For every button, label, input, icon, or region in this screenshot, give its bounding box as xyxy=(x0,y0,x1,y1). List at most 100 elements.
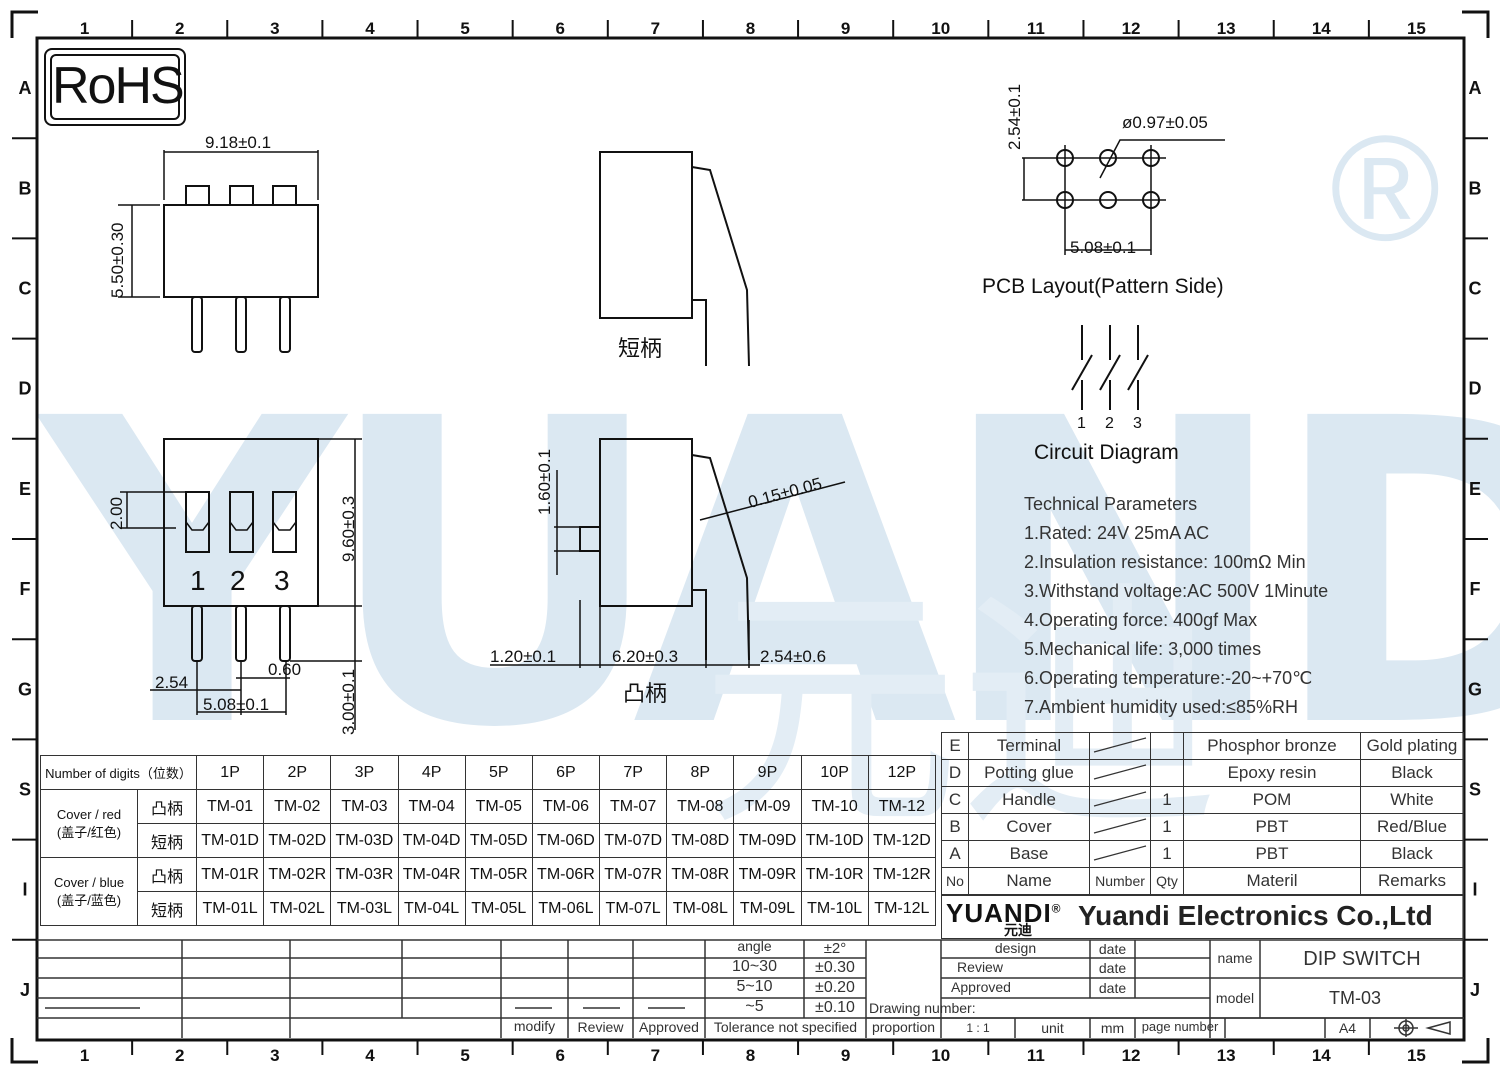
tech-item: 7.Ambient humidity used:≤85%RH xyxy=(1024,697,1299,717)
bom-header-number: Number xyxy=(1089,867,1151,895)
bom-remarks: Red/Blue xyxy=(1360,813,1464,841)
circuit-number-3: 3 xyxy=(1133,415,1142,432)
model-cell: TM-01L xyxy=(195,891,265,926)
bom-remarks: White xyxy=(1360,786,1464,814)
grid-column-label: 12 xyxy=(1122,1046,1141,1065)
tb-name-value: DIP SWITCH xyxy=(1303,948,1421,970)
bom-qty: 1 xyxy=(1150,840,1184,868)
grid-column-label: 4 xyxy=(365,19,375,38)
technical-parameters: Technical Parameters 1.Rated: 24V 25mA A… xyxy=(1024,494,1444,726)
grid-row-label: F xyxy=(20,579,31,599)
grid-row-label: A xyxy=(1469,78,1482,98)
digits-header: 8P xyxy=(666,755,735,790)
group-label-en: Cover / blue xyxy=(53,874,125,890)
slash-mark xyxy=(1093,736,1147,753)
tol-value: ±2° xyxy=(823,940,847,957)
model-cell: TM-05 xyxy=(464,789,533,824)
grid-column-label: 9 xyxy=(841,1046,850,1065)
slash-mark xyxy=(1093,817,1147,834)
grid-row-label: I xyxy=(1472,880,1477,900)
model-cell: TM-08D xyxy=(666,823,735,858)
grid-row-label: I xyxy=(22,880,27,900)
bom-name: Terminal xyxy=(968,732,1090,760)
grid-column-label: 6 xyxy=(555,19,564,38)
tb-model-label: model xyxy=(1215,990,1255,1006)
grid-column-label: 11 xyxy=(1027,1046,1045,1065)
rohs-logo: RoHS xyxy=(44,48,186,126)
model-cell: TM-03R xyxy=(330,857,399,892)
grid-column-label: 10 xyxy=(931,1046,950,1065)
model-cell: TM-01R xyxy=(195,857,265,892)
projection-symbol-icon xyxy=(1394,1019,1451,1037)
tol-range: angle xyxy=(737,938,772,954)
grid-column-label: 11 xyxy=(1027,19,1045,38)
tb-page-number: page number xyxy=(1141,1019,1219,1034)
grid-column-label: 5 xyxy=(460,1046,469,1065)
grid-column-label: 7 xyxy=(651,1046,660,1065)
bom-name: Handle xyxy=(968,786,1090,814)
grid-column-label: 12 xyxy=(1122,19,1141,38)
grid-row-label: E xyxy=(19,479,31,499)
model-cell: TM-12R xyxy=(867,857,937,892)
grid-column-label: 13 xyxy=(1217,19,1236,38)
dim-front-height: 9.60±0.3 xyxy=(339,496,358,562)
grid-row-label: A xyxy=(19,78,32,98)
grid-column-label: 14 xyxy=(1312,1046,1331,1065)
grid-column-label: 8 xyxy=(746,1046,755,1065)
model-cell: TM-06D xyxy=(531,823,601,858)
model-cell: TM-06L xyxy=(531,891,601,926)
group-label-red: Cover / red(盖子/红色) xyxy=(40,789,138,858)
grid-column-label: 6 xyxy=(555,1046,564,1065)
rohs-text: RoHS xyxy=(50,54,185,120)
dim-side-right: 2.54±0.6 xyxy=(760,647,826,666)
grid-row-label: B xyxy=(1469,178,1482,198)
grid-column-label: 13 xyxy=(1217,1046,1236,1065)
grid-column-label: 2 xyxy=(175,1046,184,1065)
model-cell: TM-04 xyxy=(397,789,466,824)
tb-mm: mm xyxy=(1100,1020,1125,1036)
tech-item: 2.Insulation resistance: 100mΩ Min xyxy=(1024,552,1306,572)
rev-approved: Approved xyxy=(639,1019,699,1035)
slash-mark xyxy=(1093,763,1147,780)
grid-column-label: 4 xyxy=(365,1046,375,1065)
label-pcb-layout: PCB Layout(Pattern Side) xyxy=(982,275,1224,298)
digits-header: 7P xyxy=(599,755,668,790)
model-cell: TM-02 xyxy=(263,789,332,824)
dim-pitch: 2.54 xyxy=(155,673,188,692)
tech-item: 3.Withstand voltage:AC 500V 1Minute xyxy=(1024,581,1329,601)
grid-column-label: 15 xyxy=(1407,19,1426,38)
row-type: 凸柄 xyxy=(137,857,197,892)
grid-row-label: J xyxy=(1470,980,1480,1000)
model-cell: TM-07L xyxy=(599,891,668,926)
tb-unit: unit xyxy=(1041,1020,1064,1036)
grid-row-label: D xyxy=(1469,379,1482,399)
tech-item: 1.Rated: 24V 25mA AC xyxy=(1024,523,1210,543)
front-number-3: 3 xyxy=(274,565,290,596)
group-label-en: Cover / red xyxy=(56,806,122,822)
bom-no: A xyxy=(941,840,969,868)
grid-row-label: C xyxy=(1469,279,1482,299)
tol-range: ~5 xyxy=(745,998,764,1015)
digits-header: 4P xyxy=(397,755,466,790)
tb-name-label: name xyxy=(1217,950,1253,966)
dim-span: 5.08±0.1 xyxy=(203,695,269,714)
tol-footer: Tolerance not specified xyxy=(713,1019,858,1035)
bom-material: POM xyxy=(1183,786,1361,814)
tol-range: 5~10 xyxy=(736,978,773,995)
circuit-number-2: 2 xyxy=(1105,415,1114,432)
tb-scale: 1 : 1 xyxy=(966,1021,990,1035)
grid-column-label: 1 xyxy=(80,19,89,38)
grid-column-label: 14 xyxy=(1312,19,1331,38)
bom-qty xyxy=(1150,759,1184,787)
bom-header-remarks: Remarks xyxy=(1360,867,1464,895)
model-cell: TM-02L xyxy=(263,891,332,926)
tb-size: A4 xyxy=(1338,1020,1357,1036)
tb-approved: Approved xyxy=(951,979,1011,995)
row-type: 短柄 xyxy=(137,891,197,926)
